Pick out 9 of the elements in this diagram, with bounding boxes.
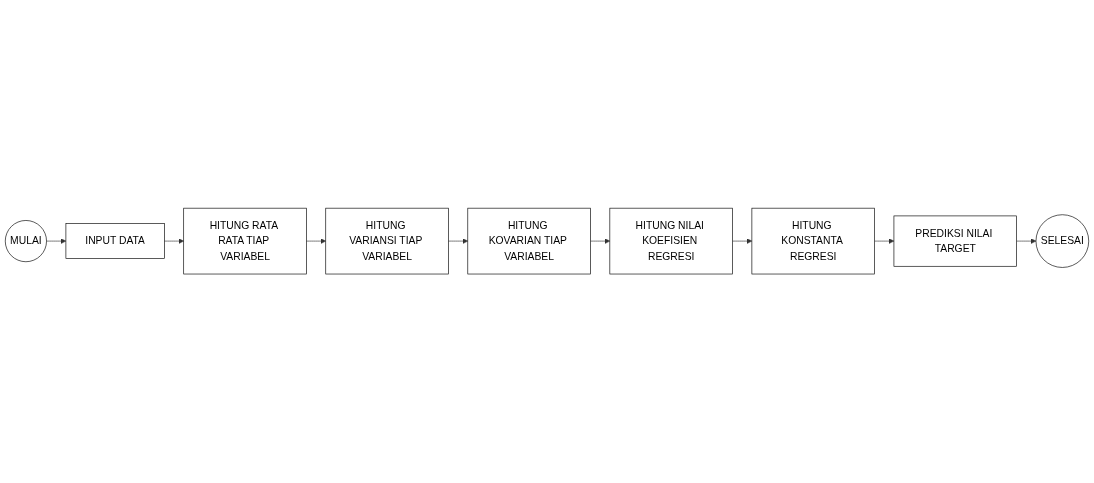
node-box: PREDIKSI NILAI TARGET [893,216,1017,267]
node-circle: SELESAI [1035,214,1090,269]
node-box: HITUNG KOVARIAN TIAP VARIABEL [467,208,591,275]
node-box: HITUNG RATA RATA TIAP VARIABEL [183,208,307,275]
node-box: INPUT DATA [65,223,165,260]
node-box: HITUNG VARIANSI TIAP VARIABEL [325,208,449,275]
node-box: HITUNG NILAI KOEFISIEN REGRESI [609,208,733,275]
node-circle: MULAI [4,220,47,263]
node-box: HITUNG KONSTANTA REGRESI [751,208,875,275]
